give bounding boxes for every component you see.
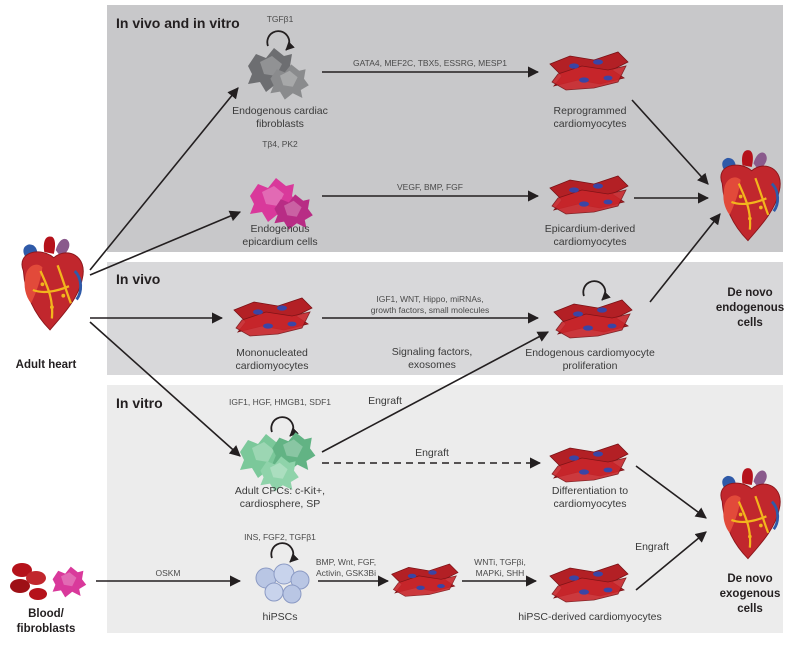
arrow-prolif-to-endogenous xyxy=(649,213,721,303)
panel-title-mid: In vivo xyxy=(116,271,160,287)
label-exogenous-line2: exogenous xyxy=(720,588,781,600)
factor-oskm: OSKM xyxy=(155,568,180,578)
panel-in-vivo-and-in-vitro xyxy=(107,5,783,252)
panel-in-vitro xyxy=(107,385,783,633)
factor-tgfb1: TGFβ1 xyxy=(267,14,294,24)
panel-title-bottom: In vitro xyxy=(116,395,163,411)
arrow-heart-to-cpcs xyxy=(89,321,241,457)
caption-reprogrammed-line1: Reprogrammed xyxy=(554,105,627,117)
caption-fibroblasts-line2: fibroblasts xyxy=(256,118,304,130)
arrow-reprog-to-endogenous xyxy=(631,99,709,185)
flow-arrows xyxy=(89,66,721,591)
label-exogenous-line1: De novo xyxy=(727,573,772,585)
caption-epi-derived-line2: cardiomyocytes xyxy=(554,236,627,248)
caption-fibroblasts-line1: Endogenous cardiac xyxy=(232,105,328,117)
label-blood-line2: fibroblasts xyxy=(17,623,76,635)
factor-bmp-line1: BMP, Wnt, FGF, xyxy=(316,557,376,567)
caption-mono-line1: Mononucleated xyxy=(236,347,308,359)
factor-engraft-up: Engraft xyxy=(368,395,402,407)
caption-prolif-line1: Endogenous cardiomyocyte xyxy=(525,347,655,359)
label-endogenous-line1: De novo xyxy=(727,287,772,299)
caption-epicardium-line2: epicardium cells xyxy=(242,236,317,248)
factor-cpc: IGF1, HGF, HMGB1, SDF1 xyxy=(229,397,331,407)
label-adult-heart: Adult heart xyxy=(16,359,77,371)
factor-engraft-dashed: Engraft xyxy=(415,447,449,459)
caption-diff-line2: cardiomyocytes xyxy=(554,498,627,510)
caption-hipsc-derived: hiPSC-derived cardiomyocytes xyxy=(518,611,662,623)
factor-engraft-low: Engraft xyxy=(635,541,669,553)
factor-reprogramming: GATA4, MEF2C, TBX5, ESSRG, MESP1 xyxy=(353,58,507,68)
hipsc-cells-icon xyxy=(255,563,310,604)
caption-diff-line1: Differentiation to xyxy=(552,485,628,497)
caption-prolif-line2: proliferation xyxy=(563,360,618,372)
caption-mono-line2: cardiomyocytes xyxy=(236,360,309,372)
factor-vegf: VEGF, BMP, FGF xyxy=(397,182,463,192)
caption-reprogrammed-line2: cardiomyocytes xyxy=(554,118,627,130)
factor-wnti-line2: MAPKi, SHH xyxy=(476,568,525,578)
label-endogenous-line3: cells xyxy=(737,317,763,329)
caption-cpc-line2: cardiosphere, SP xyxy=(240,498,321,510)
factor-prolif-line2: growth factors, small molecules xyxy=(371,305,490,315)
factor-hipsc-self: INS, FGF2, TGFβ1 xyxy=(244,532,316,542)
label-blood-line1: Blood/ xyxy=(28,608,65,620)
caption-epicardium-line1: Endogenous xyxy=(251,223,310,235)
label-exogenous-line3: cells xyxy=(737,603,763,615)
caption-epi-derived-line1: Epicardium-derived xyxy=(545,223,636,235)
arrow-diff-to-exogenous xyxy=(635,465,707,519)
blood-cells-icon xyxy=(10,563,87,600)
arrow-heart-to-epicardium xyxy=(89,210,242,276)
arrow-heart-to-fibroblasts xyxy=(89,87,239,271)
label-endogenous-line2: endogenous xyxy=(716,302,784,314)
factor-bmp-line2: Activin, GSK3Bi xyxy=(316,568,376,578)
arrow-hipscderived-to-exogenous xyxy=(635,531,707,591)
adult-heart-icon xyxy=(20,235,85,332)
factor-tb4: Tβ4, PK2 xyxy=(262,139,298,149)
factor-signaling-line2: exosomes xyxy=(408,359,456,371)
factor-signaling-line1: Signaling factors, xyxy=(392,346,473,358)
arrow-cpc-engraft-to-proliferation xyxy=(321,331,549,453)
caption-cpc-line1: Adult CPCs: c-Kit+, xyxy=(235,485,325,497)
factor-prolif-line1: IGF1, WNT, Hippo, miRNAs, xyxy=(376,294,483,304)
panel-title-top: In vivo and in vitro xyxy=(116,15,240,31)
factor-wnti-line1: WNTi, TGFβi, xyxy=(474,557,526,567)
caption-hipscs: hiPSCs xyxy=(262,611,297,623)
